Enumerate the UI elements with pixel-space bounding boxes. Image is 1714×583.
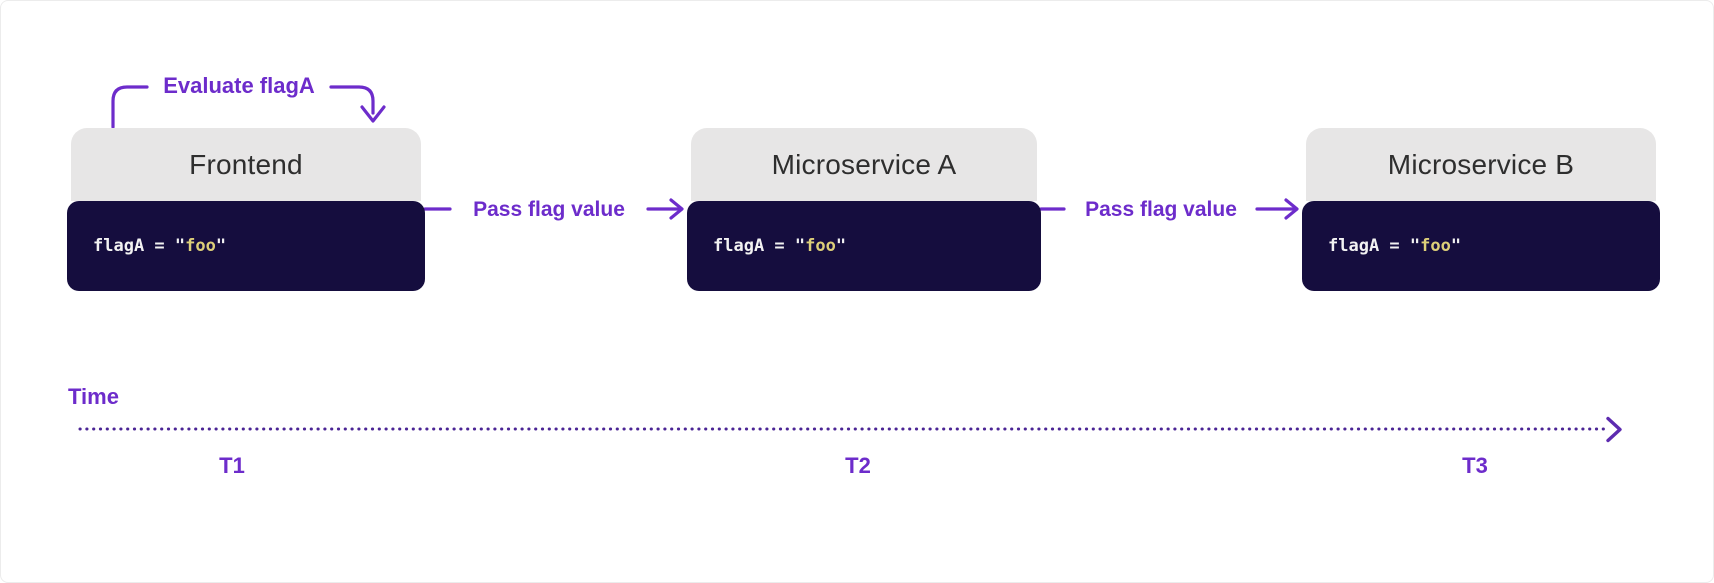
code-block: flagA = "foo": [67, 201, 425, 291]
service-card-frontend: Frontend flagA = "foo": [67, 128, 425, 291]
pass-flag-value-label-2: Pass flag value: [1085, 198, 1237, 221]
pass-flag-value-label-1: Pass flag value: [473, 198, 625, 221]
code-block: flagA = "foo": [1302, 201, 1660, 291]
service-header: Microservice B: [1306, 128, 1656, 201]
code-text: flagA = "foo": [1328, 236, 1462, 256]
service-title: Microservice A: [771, 148, 957, 180]
service-card-microservice-a: Microservice A flagA = "foo": [687, 128, 1041, 291]
code-text: flagA = "foo": [713, 236, 847, 256]
code-string-value: foo: [1420, 236, 1451, 256]
timeline-tick-t1: T1: [219, 453, 245, 478]
timeline-tick-t3: T3: [1462, 453, 1488, 478]
code-block: flagA = "foo": [687, 201, 1041, 291]
service-title: Frontend: [189, 148, 303, 180]
timeline-title: Time: [68, 384, 119, 409]
service-header: Frontend: [71, 128, 421, 201]
service-title: Microservice B: [1387, 148, 1575, 180]
timeline-axis: [78, 416, 1622, 443]
timeline-arrowhead-icon: [1606, 416, 1622, 443]
code-string-value: foo: [185, 236, 216, 256]
service-header: Microservice A: [691, 128, 1037, 201]
code-string-value: foo: [805, 236, 836, 256]
timeline-tick-t2: T2: [845, 453, 871, 478]
evaluate-flag-label: Evaluate flagA: [163, 73, 315, 98]
service-card-microservice-b: Microservice B flagA = "foo": [1302, 128, 1660, 291]
code-text: flagA = "foo": [93, 236, 227, 256]
